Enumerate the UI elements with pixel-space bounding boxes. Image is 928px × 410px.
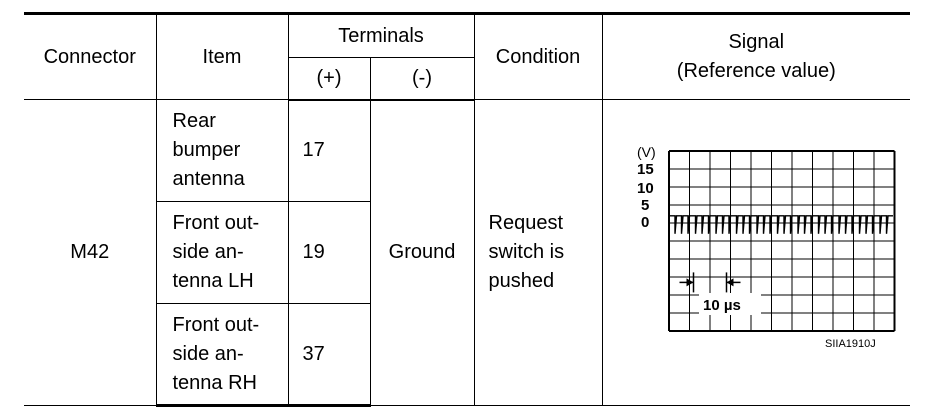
waveform-time-marker [679,271,741,292]
header-item: Item [155,12,289,100]
waveform-y-tick-10: 10 [637,180,654,197]
spec-table-wrapper: Connector Item Terminals Condition Signa… [24,12,913,407]
item-line: Front out- [172,212,260,234]
header-connector: Connector [24,12,157,100]
time-marker-arrowhead [686,277,694,286]
waveform-ref-code: SIIA1910J [825,338,876,350]
waveform-y-tick-15: 15 [637,161,654,178]
header-signal-line2: (Reference value) [676,60,836,82]
item-line: tenna LH [172,270,254,292]
item-line: side an- [172,342,244,365]
signal-cell: (V) 15 10 5 0 10 µs SIIA1910J [601,99,913,406]
item-line: bumper [172,139,241,161]
header-terminal-minus: (-) [369,57,475,101]
waveform-time-label-bg [698,292,761,315]
ground-cell: Ground [369,99,475,406]
waveform-grid [667,149,896,332]
header-signal-line1: Signal [728,31,785,53]
time-marker-arrowhead [726,277,734,286]
header-terminals: Terminals [287,12,475,58]
waveform-y-tick-0: 0 [641,214,649,231]
terminal-plus-cell: 37 [287,303,370,407]
waveform-signal-path [668,214,893,234]
header-signal: Signal (Reference value) [601,12,911,100]
terminal-plus-cell: 19 [287,201,370,304]
item-line: side an- [172,241,244,263]
item-cell-front-lh: Front out- side an- tenna LH [156,201,289,304]
condition-cell: Request switch is pushed [473,99,603,406]
waveform-time-label: 10 µs [703,297,741,314]
waveform-unit: (V) [637,144,656,160]
item-line: tenna RH [172,371,258,394]
header-condition: Condition [473,12,603,100]
item-line: Front out- [172,313,260,336]
item-cell-rear-bumper: Rear bumper antenna [155,99,289,202]
header-terminal-plus: (+) [288,57,371,101]
item-line: Rear [172,110,216,132]
waveform-svg: (V) 15 10 5 0 10 µs SIIA1910J [637,144,896,350]
terminal-plus-cell: 17 [287,99,371,202]
connector-cell: M42 [24,99,157,406]
item-line: antenna [172,168,245,190]
condition-line: switch is [488,241,565,263]
condition-line: Request [488,212,564,234]
terminal-spec-table: Connector Item Terminals Condition Signa… [24,12,913,407]
item-cell-front-rh: Front out- side an- tenna RH [156,303,289,407]
waveform-signal-trace [668,214,893,234]
condition-line: pushed [488,270,555,292]
waveform-figure: (V) 15 10 5 0 10 µs SIIA1910J [633,143,913,363]
waveform-y-tick-5: 5 [641,197,649,214]
